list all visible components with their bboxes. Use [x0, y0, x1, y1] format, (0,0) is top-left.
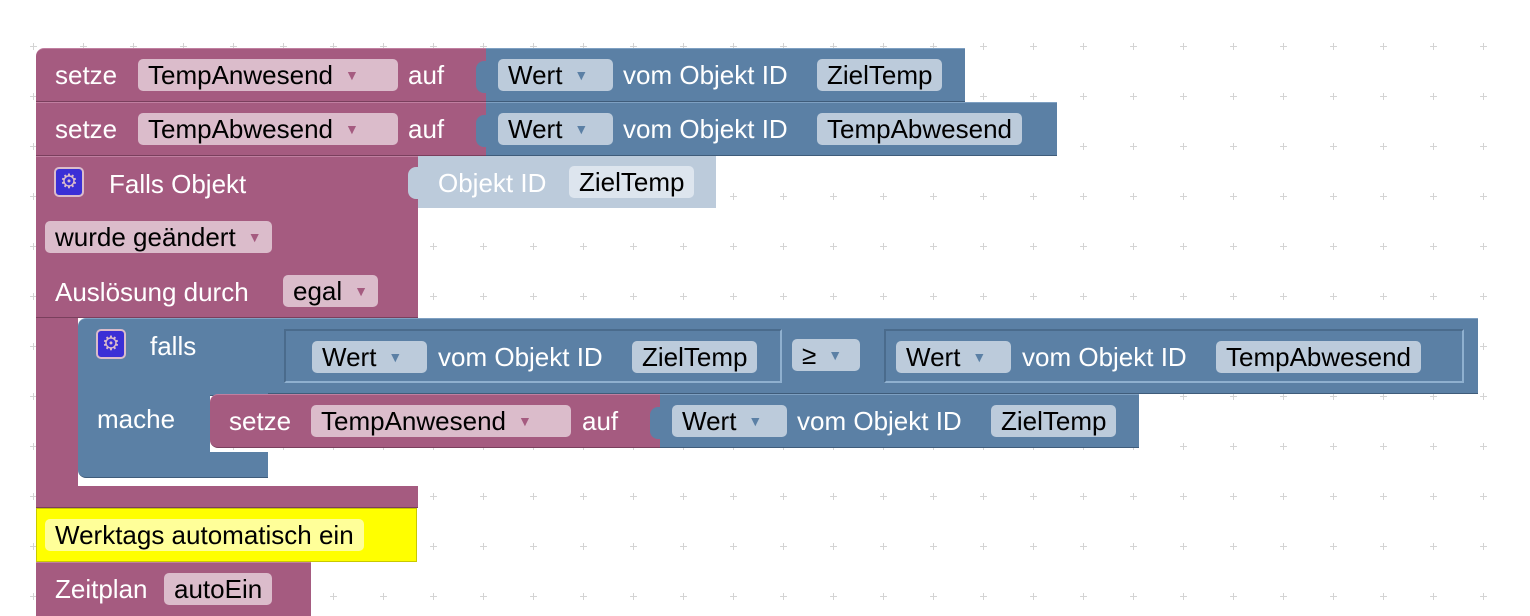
- value-mode: Wert: [322, 342, 377, 372]
- object-id-label: vom Objekt ID: [623, 114, 788, 144]
- gear-icon[interactable]: ⚙: [96, 329, 126, 359]
- trigger-by-dropdown[interactable]: egal ▼: [283, 275, 379, 307]
- object-value-block-1[interactable]: Wert ▼ vom Objekt ID ZielTemp: [476, 48, 965, 102]
- dropdown-arrow-icon: ▼: [388, 349, 403, 365]
- set-keyword: setze: [55, 60, 118, 90]
- value-mode-dropdown[interactable]: Wert ▼: [498, 59, 613, 91]
- schedule-label: Zeitplan: [55, 574, 148, 604]
- operator-dropdown[interactable]: ≥▼: [792, 339, 860, 371]
- dropdown-arrow-icon: ▼: [247, 229, 262, 245]
- to-keyword: auf: [582, 406, 619, 436]
- variable-name: TempAnwesend: [321, 406, 506, 436]
- inner-object-value-block[interactable]: Wert ▼ vom Objekt ID ZielTemp: [650, 394, 1139, 448]
- schedule-block[interactable]: Zeitplan autoEin: [36, 562, 311, 616]
- value-mode: Wert: [508, 60, 563, 90]
- dropdown-arrow-icon: ▼: [828, 347, 843, 363]
- variable-name: TempAnwesend: [148, 60, 333, 90]
- left-operand-block[interactable]: Wert ▼ vom Objekt ID ZielTemp: [284, 329, 782, 383]
- dropdown-arrow-icon: ▼: [518, 413, 532, 429]
- object-id-label: vom Objekt ID: [623, 60, 788, 90]
- object-id-field[interactable]: ZielTemp: [817, 59, 943, 91]
- dropdown-arrow-icon: ▼: [748, 413, 763, 429]
- connector-notch: [258, 331, 268, 363]
- connector-notch: [476, 61, 486, 93]
- dropdown-arrow-icon: ▼: [345, 121, 359, 137]
- object-id-field[interactable]: TempAbwesend: [1216, 341, 1421, 373]
- object-id-label: vom Objekt ID: [438, 342, 603, 372]
- condition-dropdown[interactable]: wurde geändert ▼: [45, 221, 272, 253]
- object-id-field[interactable]: ZielTemp: [991, 405, 1117, 437]
- if-block[interactable]: ⚙ falls: [78, 318, 268, 396]
- comment-block[interactable]: Werktags automatisch ein: [36, 508, 417, 562]
- to-keyword: auf: [408, 114, 445, 144]
- object-id-field[interactable]: TempAbwesend: [817, 113, 1022, 145]
- connector-notch: [408, 167, 418, 199]
- set-keyword: setze: [55, 114, 118, 144]
- dropdown-arrow-icon: ▼: [574, 121, 589, 137]
- trigger-block-spine: [36, 318, 78, 488]
- schedule-name-field[interactable]: autoEin: [164, 573, 273, 605]
- dropdown-arrow-icon: ▼: [972, 349, 987, 365]
- dropdown-arrow-icon: ▼: [574, 67, 589, 83]
- value-mode-dropdown[interactable]: Wert ▼: [896, 341, 1011, 373]
- variable-dropdown[interactable]: TempAnwesend ▼: [138, 59, 398, 91]
- inner-set-variable-block[interactable]: setze TempAnwesend ▼ auf: [210, 394, 662, 448]
- set-variable-block-1[interactable]: setze TempAnwesend ▼ auf: [36, 48, 488, 102]
- to-keyword: auf: [408, 60, 445, 90]
- value-mode-dropdown[interactable]: Wert ▼: [498, 113, 613, 145]
- if-block-footer: [78, 452, 268, 478]
- variable-name: TempAbwesend: [148, 114, 333, 144]
- trigger-block[interactable]: ⚙ Falls Objekt wurde geändert ▼ Auslösung…: [36, 156, 418, 318]
- object-id-block[interactable]: Objekt ID ZielTemp: [408, 156, 716, 208]
- set-variable-block-2[interactable]: setze TempAbwesend ▼ auf: [36, 102, 488, 156]
- comparison-block[interactable]: Wert▼ vom Objekt ID ZielTemp ≥▼ Wert▼ vo…: [258, 318, 1478, 394]
- object-id-label: Objekt ID: [438, 168, 547, 198]
- object-id-field[interactable]: ZielTemp: [569, 166, 695, 198]
- object-value-block-2[interactable]: Wert ▼ vom Objekt ID TempAbwesend: [476, 102, 1057, 156]
- value-mode: Wert: [508, 114, 563, 144]
- value-mode: Wert: [682, 406, 737, 436]
- right-operand-block[interactable]: Wert ▼ vom Objekt ID TempAbwesend: [884, 329, 1464, 383]
- value-mode: Wert: [906, 342, 961, 372]
- if-label: falls: [150, 331, 197, 361]
- dropdown-arrow-icon: ▼: [345, 67, 359, 83]
- if-block-spine: mache: [78, 394, 210, 454]
- operator-value: ≥: [802, 340, 817, 370]
- gear-icon[interactable]: ⚙: [54, 167, 84, 197]
- connector-notch: [476, 115, 486, 147]
- trigger-block-footer: [36, 486, 418, 508]
- trigger-by-value: egal: [293, 276, 343, 306]
- object-id-label: vom Objekt ID: [797, 406, 962, 436]
- object-id-field[interactable]: ZielTemp: [632, 341, 758, 373]
- variable-dropdown[interactable]: TempAbwesend ▼: [138, 113, 398, 145]
- trigger-by-label: Auslösung durch: [55, 277, 249, 307]
- connector-notch: [650, 407, 660, 439]
- variable-dropdown[interactable]: TempAnwesend ▼: [311, 405, 571, 437]
- set-keyword: setze: [229, 406, 292, 436]
- value-mode-dropdown[interactable]: Wert ▼: [672, 405, 787, 437]
- comment-text[interactable]: Werktags automatisch ein: [45, 519, 364, 551]
- value-mode-dropdown[interactable]: Wert ▼: [312, 341, 427, 373]
- object-id-label: vom Objekt ID: [1022, 342, 1187, 372]
- trigger-title: Falls Objekt: [109, 169, 247, 199]
- dropdown-arrow-icon: ▼: [354, 283, 369, 299]
- do-label: mache: [97, 404, 176, 434]
- condition-value: wurde geändert: [55, 222, 236, 252]
